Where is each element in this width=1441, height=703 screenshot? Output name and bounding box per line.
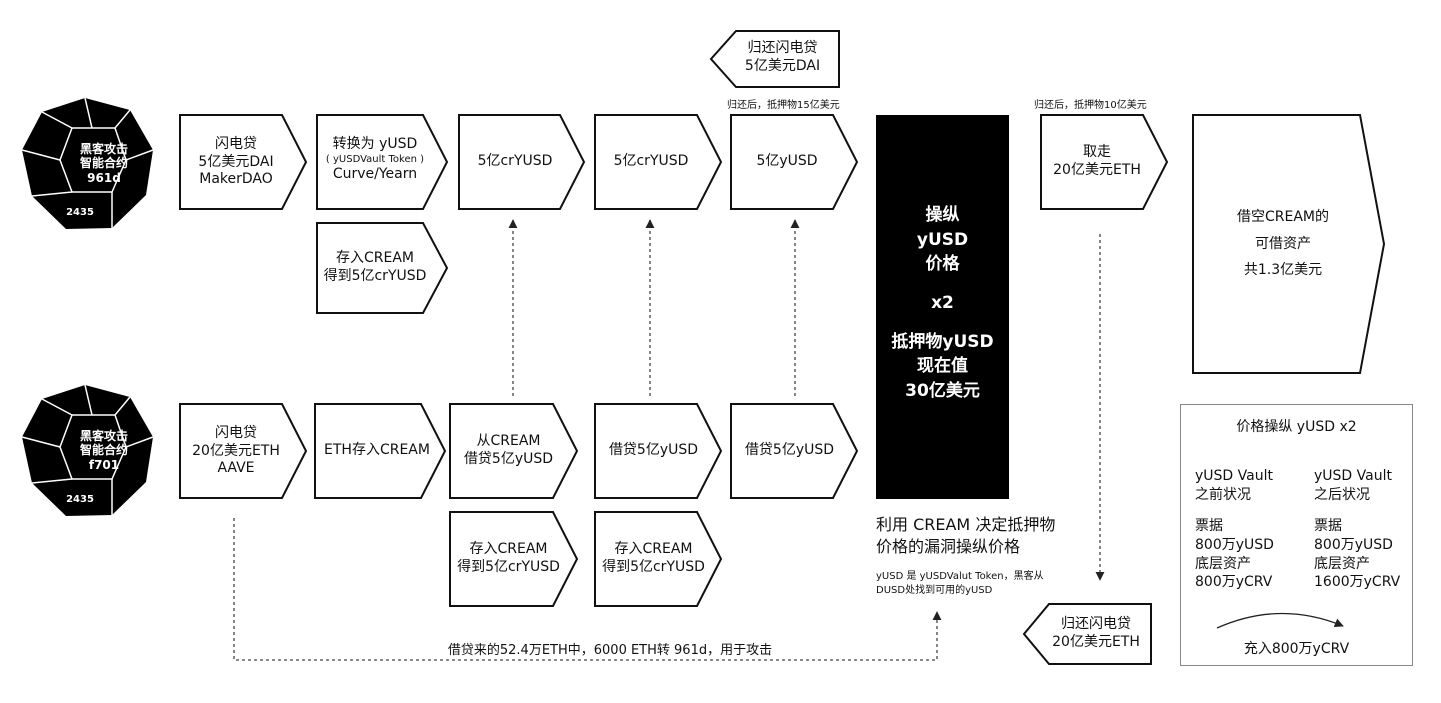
label-eth-to-cream: ETH存入CREAM xyxy=(324,442,430,458)
step-eth-to-cream xyxy=(314,403,447,499)
label-drain-cream: 借空CREAM的可借资产共1.3亿美元 xyxy=(1236,209,1329,279)
legend-box xyxy=(1180,404,1413,666)
exploit-title: 利用 CREAM 决定抵押物 价格的漏洞操纵价格 xyxy=(876,515,1056,557)
note-collateral-10: 归还后，抵押物10亿美元 xyxy=(1034,100,1147,111)
step-deposit-cream-bottom-2 xyxy=(594,511,723,607)
step-drain-cream xyxy=(1192,114,1386,374)
label-manipulation: 操纵 yUSD 价格 x2 抵押物yUSD 现在值 30亿美元 xyxy=(891,205,994,401)
step-yusd xyxy=(730,114,859,210)
hacker-number-961d: 2435 xyxy=(66,207,94,218)
hacker-number-f701: 2435 xyxy=(66,494,94,505)
step-deposit-cream-top xyxy=(316,222,449,314)
label-yusd: 5亿yUSD xyxy=(756,153,818,169)
step-crYUSD-2 xyxy=(594,114,723,210)
bottom-caption: 借贷来的52.4万ETH中，6000 ETH转 961d，用于攻击 xyxy=(380,639,840,658)
manipulation-block xyxy=(876,115,1009,499)
step-flash-loan-dai xyxy=(179,114,308,210)
hacker-node-f701 xyxy=(21,384,154,516)
dotted-path-eth-transfer xyxy=(233,518,942,661)
step-convert-yusd xyxy=(316,114,449,210)
step-take-eth xyxy=(1040,114,1169,210)
step-return-dai xyxy=(709,30,840,88)
label-borrow-yusd-2: 借贷5亿yUSD xyxy=(608,442,699,458)
label-borrow-yusd-3: 借贷5亿yUSD xyxy=(744,442,835,458)
step-return-eth xyxy=(1022,603,1152,665)
step-deposit-cream-bottom-1 xyxy=(449,511,579,607)
hacker-node-961d xyxy=(21,97,154,229)
step-borrow-yusd-3 xyxy=(730,403,859,499)
exploit-note: yUSD 是 yUSDValut Token，黑客从 DUSD处找到可用的yUS… xyxy=(876,571,1044,596)
step-borrow-yusd-1 xyxy=(449,403,579,499)
legend-arrow xyxy=(1216,612,1344,629)
legend-title: 价格操纵 yUSD x2 xyxy=(1236,419,1357,435)
note-collateral-15: 归还后，抵押物15亿美元 xyxy=(727,100,840,111)
label-crYUSD-2: 5亿crYUSD xyxy=(613,153,689,169)
step-borrow-yusd-2 xyxy=(594,403,723,499)
step-flash-loan-eth xyxy=(179,403,308,499)
legend-arrow-label: 充入800万yCRV xyxy=(1243,641,1350,657)
step-crYUSD-1 xyxy=(458,114,586,210)
label-convert-yusd: 转换为 yUSD( yUSDVault Token )Curve/Yearn xyxy=(325,136,425,182)
label-crYUSD-1: 5亿crYUSD xyxy=(477,153,553,169)
